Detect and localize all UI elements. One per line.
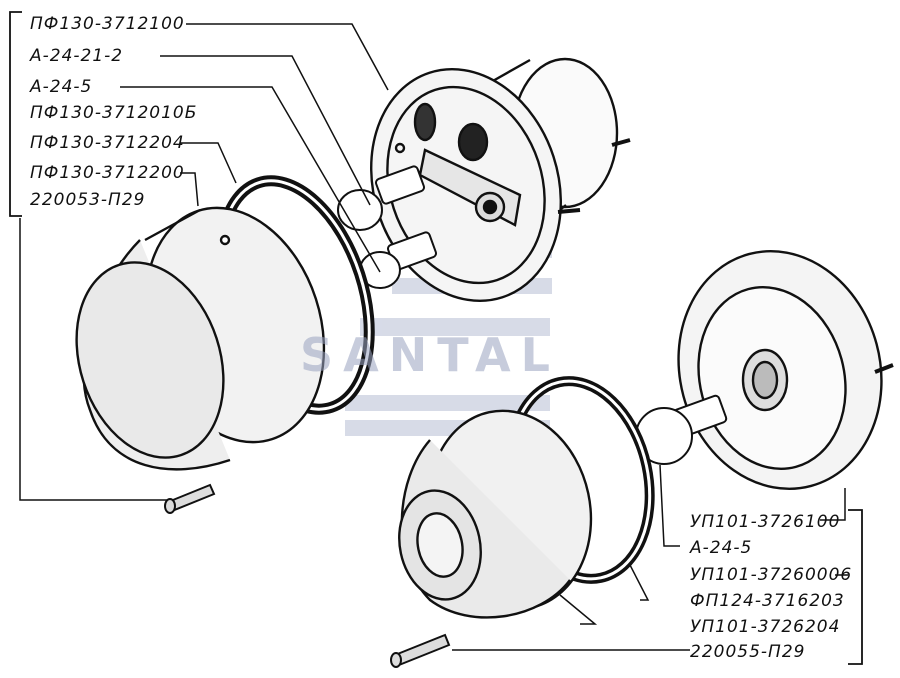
label-220055-p29: 220055-П29 <box>690 642 806 662</box>
label-pf130-3712010b: ПФ130-3712010Б <box>30 103 198 123</box>
right-bracket <box>848 509 863 665</box>
lower-screw <box>390 633 451 668</box>
watermark-text: SANTAL <box>300 328 560 382</box>
label-up101-3726100: УП101-3726100 <box>690 512 841 532</box>
label-a-24-5-lower: А-24-5 <box>690 538 753 558</box>
label-220053-p29: 220053-П29 <box>30 190 146 210</box>
left-bracket <box>9 11 22 217</box>
label-a-24-21-2: А-24-21-2 <box>30 46 124 66</box>
upper-screw <box>164 483 216 514</box>
leader-lines <box>19 23 848 651</box>
label-up101-37260006: УП101-37260006 <box>690 565 853 585</box>
label-up101-3726204: УП101-3726204 <box>690 617 841 637</box>
lower-lens <box>398 409 593 619</box>
label-pf130-3712204: ПФ130-3712204 <box>30 133 185 153</box>
label-a-24-5-upper: А-24-5 <box>30 77 93 97</box>
label-fp124-3716203: ФП124-3716203 <box>690 591 845 611</box>
lower-housing <box>677 250 894 490</box>
label-pf130-3712200: ПФ130-3712200 <box>30 163 185 183</box>
label-pf130-3712100: ПФ130-3712100 <box>30 14 185 34</box>
lower-bulb <box>635 394 728 465</box>
upper-lens <box>75 206 326 471</box>
